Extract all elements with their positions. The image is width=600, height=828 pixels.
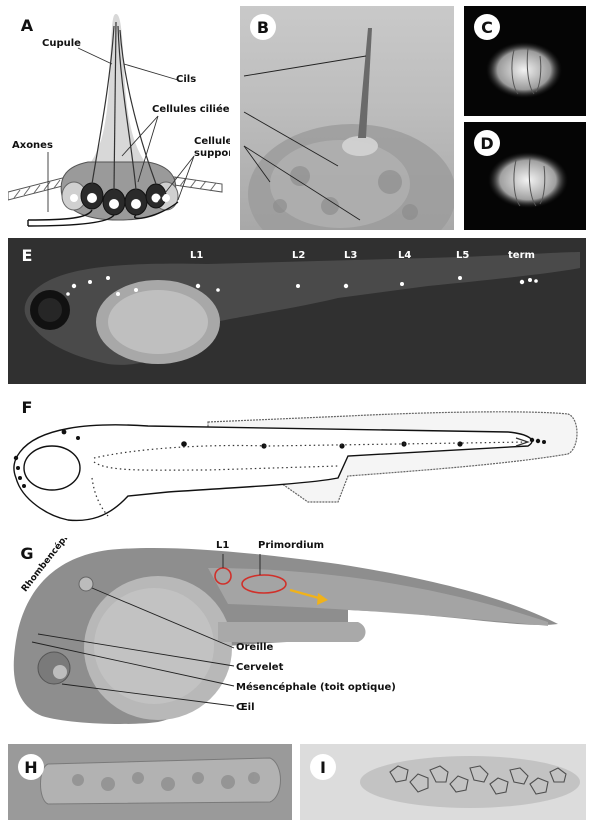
panel-d-fluorescence: D: [464, 122, 586, 230]
neuromast-label-l3: L3: [344, 250, 358, 261]
label-cellules-support-line2: support: [194, 148, 230, 159]
primordium-dic-image: [8, 744, 292, 820]
larva-outline-diagram: [13, 411, 578, 522]
label-oeil: Œil: [236, 702, 255, 713]
panel-f-lateral-line-schematic: F: [8, 392, 586, 534]
panel-f-letter: F: [21, 397, 33, 417]
neuromast-label-l2: L2: [292, 250, 306, 261]
neuromast-label-l4: L4: [398, 250, 412, 261]
label-primordium: Primordium: [258, 540, 325, 551]
panel-i-primordium-stain: I: [300, 744, 586, 820]
label-cellules-support-line1: Cellules: [194, 136, 230, 147]
fluorescent-neuromast-d: [488, 152, 568, 208]
label-l1: L1: [216, 540, 230, 551]
neuromast-label-l5: L5: [456, 250, 470, 261]
label-cupule: Cupule: [42, 38, 81, 49]
panel-c-fluorescence: C: [464, 6, 586, 116]
panel-g-embryo: G Rhombencéphale L1 Primordium Oreille C…: [8, 538, 586, 734]
panel-e-letter: E: [21, 245, 33, 265]
panel-b-neuromast-micrograph: B: [240, 6, 454, 230]
label-axones: Axones: [12, 140, 53, 151]
label-mesencephale: Mésencéphale (toit optique): [236, 682, 396, 693]
panel-a-letter: A: [14, 12, 40, 38]
neuromast-schematic: [8, 14, 223, 227]
panel-h-letter: H: [18, 754, 44, 780]
larva-lateral-line-image: [24, 252, 580, 365]
embryo-micrograph: [13, 547, 558, 724]
label-cils: Cils: [176, 74, 197, 85]
primordium-ellipse-marker: [241, 574, 287, 594]
panel-a-neuromast-diagram: A Cupule Cils Cellules ciliées Axones Ce…: [8, 6, 230, 230]
label-cervelet: Cervelet: [236, 662, 284, 673]
panel-d-letter: D: [474, 130, 500, 156]
panel-h-primordium-dic: H: [8, 744, 292, 820]
label-oreille: Oreille: [236, 642, 274, 653]
panel-b-letter: B: [250, 14, 276, 40]
neuromast-label-term: term: [508, 250, 535, 261]
panel-g-letter: G: [20, 543, 34, 563]
neuromast-micrograph-image: [243, 28, 454, 230]
panel-e-larva-fluorescence: E L1 L2 L3 L4 L5 term: [8, 238, 586, 384]
panel-c-letter: C: [474, 14, 500, 40]
neuromast-label-l1: L1: [190, 250, 204, 261]
panel-i-letter: I: [310, 754, 336, 780]
primordium-stain-image: [300, 744, 586, 820]
fluorescent-neuromast-c: [486, 42, 562, 98]
label-cellules-ciliees: Cellules ciliées: [152, 104, 230, 115]
